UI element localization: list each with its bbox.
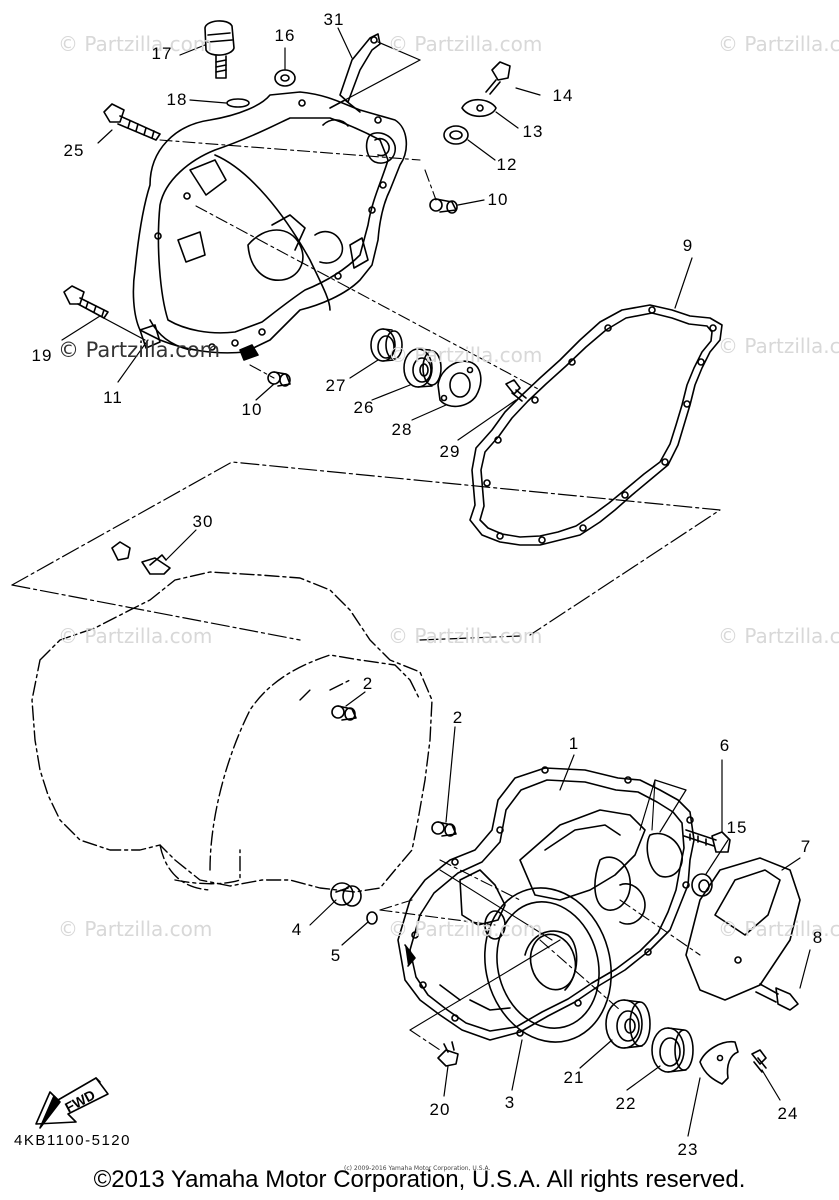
part-4-plug[interactable] <box>331 883 361 906</box>
watermark: © Partzilla.com <box>718 334 839 358</box>
part-10-dowel-lower[interactable] <box>268 372 290 386</box>
part-27-seal[interactable] <box>371 329 402 361</box>
part-6-bolt[interactable] <box>684 830 730 852</box>
left-crankcase-cover[interactable] <box>133 92 406 360</box>
leader-lines <box>62 28 810 1136</box>
watermark: © Partzilla.com <box>718 624 839 648</box>
part-number-label: 7 <box>800 837 812 856</box>
part-19-bolt[interactable] <box>64 286 108 318</box>
part-15-seal[interactable] <box>692 874 712 896</box>
part-number-label: 2 <box>452 708 464 727</box>
watermark: © Partzilla.com <box>58 32 213 56</box>
watermark: © Partzilla.com <box>718 32 839 56</box>
copyright-notice: ©2013 Yamaha Motor Corporation, U.S.A. A… <box>93 1166 746 1193</box>
part-13-plate[interactable] <box>462 100 496 117</box>
part-18-oring[interactable] <box>227 99 249 107</box>
part-number-label: 25 <box>63 141 85 160</box>
part-number-label: 10 <box>487 190 509 209</box>
part-2-dowel-b[interactable] <box>432 822 456 836</box>
part-30-bolt-clip[interactable] <box>112 542 170 574</box>
crankcase-outline <box>32 572 432 892</box>
part-number-label: 23 <box>677 1140 699 1159</box>
guide-lines <box>410 780 655 1030</box>
part-number-label: 27 <box>325 376 347 395</box>
part-number-label: 4 <box>291 920 303 939</box>
watermark: © Partzilla.com <box>388 917 543 941</box>
part-2-dowel-a[interactable] <box>332 706 356 720</box>
part-29-screw[interactable] <box>506 380 526 401</box>
part-number-label: 11 <box>103 388 123 407</box>
part-24-screw[interactable] <box>752 1050 766 1072</box>
part-number-label: 30 <box>192 512 214 531</box>
part-number-label: 26 <box>353 398 375 417</box>
part-number-label: 17 <box>151 44 173 63</box>
part-number-label: 10 <box>241 400 263 419</box>
gasket-9[interactable] <box>470 305 722 545</box>
part-number-label: 12 <box>496 155 518 174</box>
part-8-bolt[interactable] <box>756 984 798 1010</box>
part-number-label: 1 <box>568 734 580 753</box>
part-21-bearing[interactable] <box>606 1000 650 1048</box>
watermark: © Partzilla.com <box>388 32 543 56</box>
figure-code: 4KB1100-5120 <box>14 1132 131 1149</box>
part-number-label: 22 <box>615 1094 637 1113</box>
part-number-label: 9 <box>682 236 694 255</box>
part-16-seal[interactable] <box>275 70 295 86</box>
part-number-label: 3 <box>504 1093 516 1112</box>
watermark: © Partzilla.com <box>58 917 213 941</box>
watermark: © Partzilla.com <box>388 343 543 367</box>
part-5-oring[interactable] <box>367 912 377 924</box>
part-number-label: 28 <box>391 420 413 439</box>
part-17-plug[interactable] <box>205 21 234 78</box>
fwd-arrow-icon <box>36 1078 108 1128</box>
part-26-bearing[interactable] <box>404 349 441 387</box>
part-number-label: 16 <box>274 26 296 45</box>
watermark: © Partzilla.com <box>58 338 221 362</box>
fine-print: (c) 2009-2016 Yamaha Motor Corporation, … <box>344 1165 491 1172</box>
part-25-bolt[interactable] <box>104 104 160 140</box>
alignment-axes <box>160 140 700 1050</box>
part-number-label: 29 <box>439 442 461 461</box>
watermark: © Partzilla.com <box>58 624 213 648</box>
part-number-label: 14 <box>552 86 574 105</box>
part-number-label: 20 <box>429 1100 451 1119</box>
part-number-label: 2 <box>362 674 374 693</box>
watermark: © Partzilla.com <box>718 917 839 941</box>
part-number-label: 19 <box>31 346 53 365</box>
part-number-label: 24 <box>777 1104 799 1123</box>
part-number-label: 18 <box>166 90 188 109</box>
part-number-label: 21 <box>563 1068 585 1087</box>
part-number-label: 15 <box>726 818 748 837</box>
part-12-seal[interactable] <box>444 126 468 144</box>
right-crankcase-cover[interactable] <box>398 767 694 1056</box>
part-10-dowel-upper[interactable] <box>430 199 457 213</box>
part-23-retainer[interactable] <box>700 1042 738 1084</box>
part-number-label: 6 <box>719 736 731 755</box>
part-number-label: 8 <box>812 928 824 947</box>
part-number-label: 5 <box>330 946 342 965</box>
watermark: © Partzilla.com <box>388 624 543 648</box>
part-31-bracket[interactable] <box>340 34 380 102</box>
part-11-gasket[interactable] <box>140 325 160 348</box>
part-20-bolt[interactable] <box>438 1042 458 1066</box>
part-22-seal[interactable] <box>652 1028 693 1072</box>
part-28-retainer[interactable] <box>438 361 481 406</box>
part-14-bolt[interactable] <box>486 62 510 94</box>
part-number-label: 13 <box>522 122 544 141</box>
reference-plane <box>12 462 720 640</box>
part-7-guard[interactable] <box>686 858 800 1000</box>
part-number-label: 31 <box>323 10 345 29</box>
